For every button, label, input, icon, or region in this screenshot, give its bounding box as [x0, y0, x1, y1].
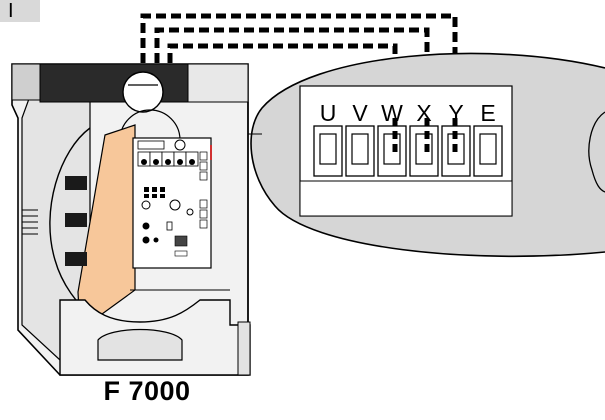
wire-ends [392, 118, 458, 152]
pcb-pot-top [174, 139, 186, 151]
model-label: F 7000 [103, 376, 191, 406]
ribs [22, 209, 38, 235]
terminal-label-w: W [381, 100, 403, 126]
terminal-label-u: U [320, 100, 337, 126]
device-housing [11, 63, 251, 376]
top-cap-right [187, 63, 249, 103]
pcb-pot-left [141, 200, 151, 210]
vent-slots [65, 176, 87, 266]
terminal-block-base [299, 180, 513, 217]
pcb-chip-small [166, 221, 173, 231]
pcb-components [142, 187, 165, 244]
pcb-connector-top [137, 140, 165, 150]
top-cap [39, 63, 189, 103]
zoom-outline [250, 52, 605, 258]
terminal-label-v: V [352, 100, 368, 126]
foot-block [237, 321, 251, 376]
circuit-board [132, 137, 212, 269]
terminal-labels: U V W X Y E [320, 100, 496, 126]
pcb-jumper [174, 250, 188, 257]
terminal-block: U V W X Y E [299, 85, 513, 217]
pcb-pot-mid [169, 199, 181, 211]
housing-top-shade [11, 63, 41, 101]
zoom-inner-edge [588, 111, 605, 193]
foot-arch [97, 328, 183, 361]
cable-gland [122, 71, 164, 113]
pcb-led [186, 208, 194, 216]
pcb-side-header [199, 151, 208, 229]
terminal-label-y: Y [448, 100, 463, 126]
pcb-terminal-dots [141, 159, 195, 165]
terminal-label-e: E [480, 100, 495, 126]
pcb-dip-switch [174, 235, 188, 247]
terminal-screws [319, 133, 497, 165]
step-badge: I [0, 0, 40, 22]
